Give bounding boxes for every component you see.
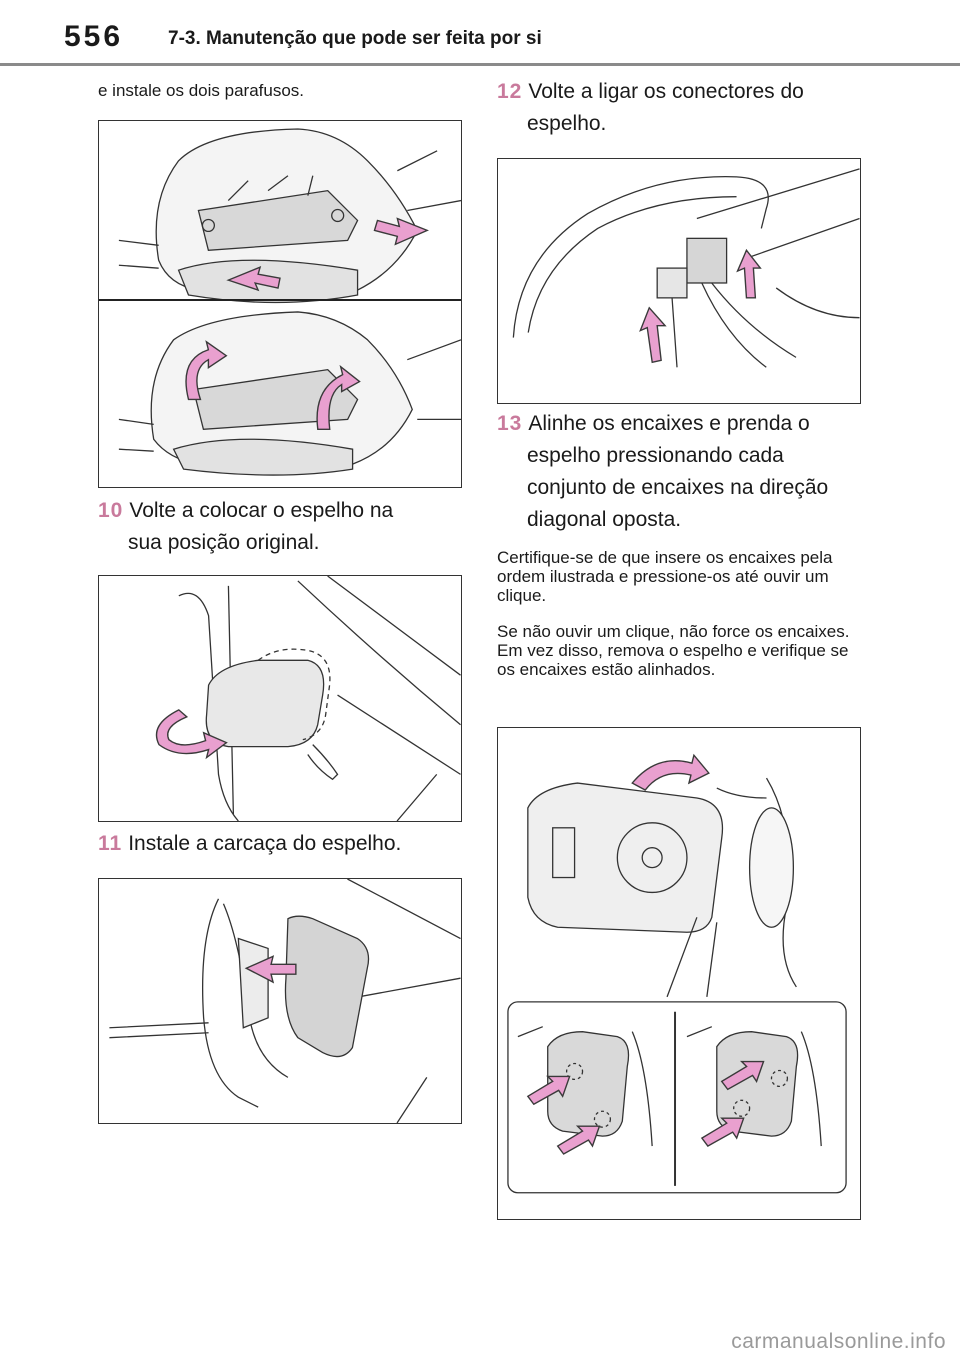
step-12-number: 12 bbox=[497, 80, 523, 103]
step-10-number: 10 bbox=[98, 499, 124, 522]
header-rule bbox=[0, 63, 960, 66]
step-13-line1: Alinhe os encaixes e prenda o bbox=[528, 412, 810, 435]
watermark: carmanualsonline.info bbox=[731, 1330, 946, 1353]
page-number: 556 bbox=[64, 20, 124, 53]
mirror-cover-illustration bbox=[98, 878, 462, 1124]
mirror-clips-illustration bbox=[497, 727, 861, 1220]
mirror-screws-illustration bbox=[98, 120, 462, 488]
step-11-number: 11 bbox=[98, 832, 123, 855]
mirror-rotate-illustration bbox=[98, 575, 462, 822]
step-13-number: 13 bbox=[497, 412, 523, 435]
note-clip-order: Certifique-se de que insere os encaixes … bbox=[497, 548, 833, 605]
step-12-line1: Volte a ligar os conectores do bbox=[528, 80, 804, 103]
step-13-line2: espelho pressionando cada bbox=[527, 444, 784, 467]
step-11-line1: Instale a carcaça do espelho. bbox=[128, 832, 402, 855]
intro-text: e instale os dois parafusos. bbox=[98, 81, 305, 100]
step-12-line2: espelho. bbox=[527, 112, 607, 135]
step-10-line1: Volte a colocar o espelho na bbox=[129, 499, 394, 522]
section-title: 7-3. Manutenção que pode ser feita por s… bbox=[168, 28, 542, 49]
page-header: 556 7-3. Manutenção que pode ser feita p… bbox=[0, 0, 960, 66]
step-13-line4: diagonal oposta. bbox=[527, 508, 682, 531]
connector-illustration bbox=[497, 158, 861, 404]
step-10-line2: sua posição original. bbox=[128, 531, 320, 554]
step-13-line3: conjunto de encaixes na direção bbox=[527, 476, 829, 499]
note-no-click: Se não ouvir um clique, não force os enc… bbox=[497, 622, 850, 679]
